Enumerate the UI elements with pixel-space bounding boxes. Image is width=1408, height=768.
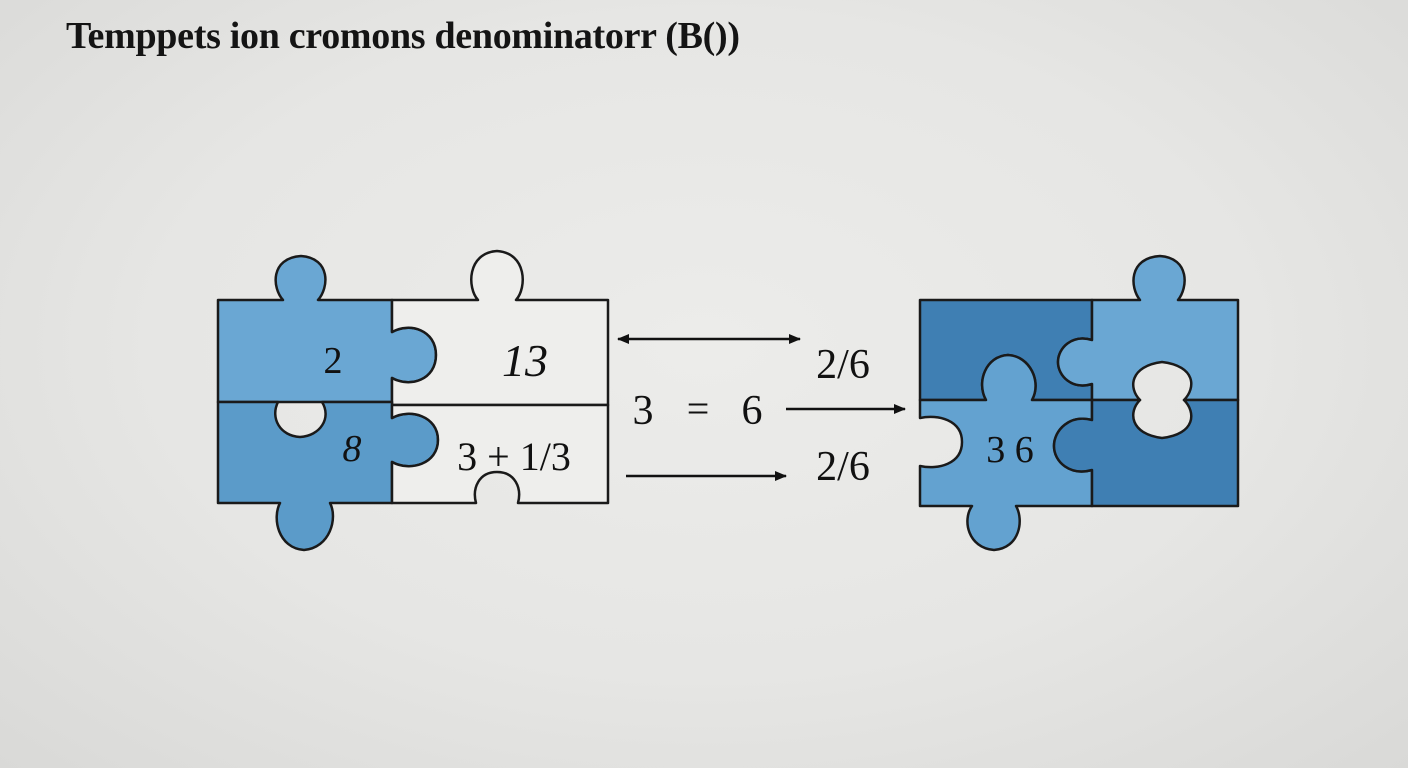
left-puzzle xyxy=(216,249,610,552)
left-puzzle-labels: 2 13 8 3 + 1/3 xyxy=(324,335,571,479)
middle-texts: 2/6 3 = 6 2/6 xyxy=(633,342,870,490)
right-puzzle xyxy=(918,254,1240,552)
puzzle-piece-bottom-right xyxy=(390,403,610,505)
bottom-left-number: 8 xyxy=(343,428,362,470)
right-puzzle-label: 3 6 xyxy=(986,429,1034,471)
equation-equals: = xyxy=(687,386,710,431)
right-piece-bottom-left xyxy=(918,353,1094,552)
page-title: Temppets ion cromons denominatorr (B()) xyxy=(66,15,740,57)
right-piece-bottom-right xyxy=(1052,398,1240,508)
middle-arrows xyxy=(617,334,906,481)
right-piece-top-right xyxy=(1056,254,1240,402)
bottom-right-expression: 3 + 1/3 xyxy=(457,434,571,479)
equation-left: 3 xyxy=(633,388,654,434)
top-left-number: 2 xyxy=(324,340,343,382)
equation-right: 6 xyxy=(742,388,763,434)
top-right-number: 13 xyxy=(502,335,548,386)
puzzle-piece-top-right xyxy=(390,249,610,407)
bottom-result-fraction: 2/6 xyxy=(816,444,870,490)
top-result-fraction: 2/6 xyxy=(816,342,870,388)
